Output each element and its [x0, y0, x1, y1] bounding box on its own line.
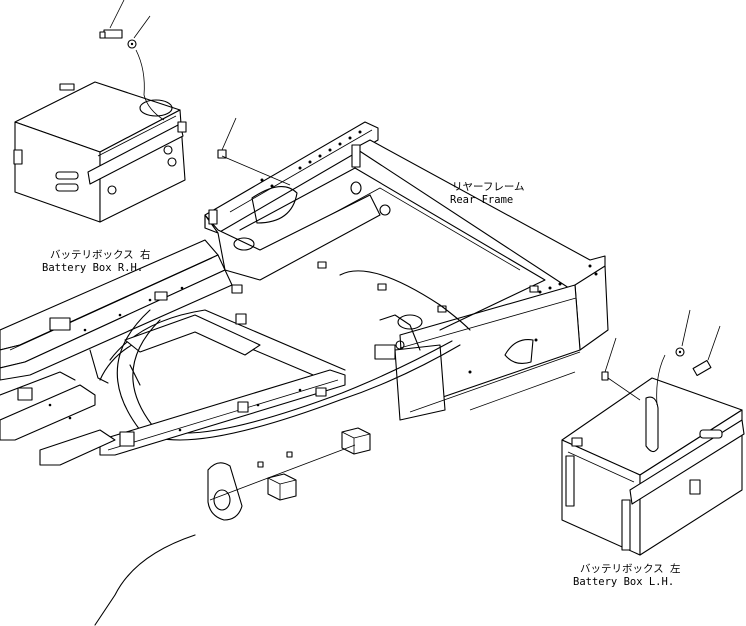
battery-box-rh	[13, 0, 291, 223]
battery-box-rh-label-en: Battery Box R.H.	[42, 262, 143, 274]
front-chassis	[0, 239, 461, 466]
rear-frame-label-en: Rear Frame	[450, 194, 513, 206]
battery-box-rh-label-jp: バッテリボックス 右	[50, 248, 151, 261]
mount-parts	[94, 427, 371, 626]
battery-box-lh-label-jp: バッテリボックス 左	[580, 562, 681, 575]
rear-frame	[204, 121, 609, 421]
battery-box-lh	[561, 309, 745, 556]
battery-box-lh-label-en: Battery Box L.H.	[573, 576, 674, 588]
rear-frame-label-jp: リヤーフレーム	[452, 181, 525, 193]
